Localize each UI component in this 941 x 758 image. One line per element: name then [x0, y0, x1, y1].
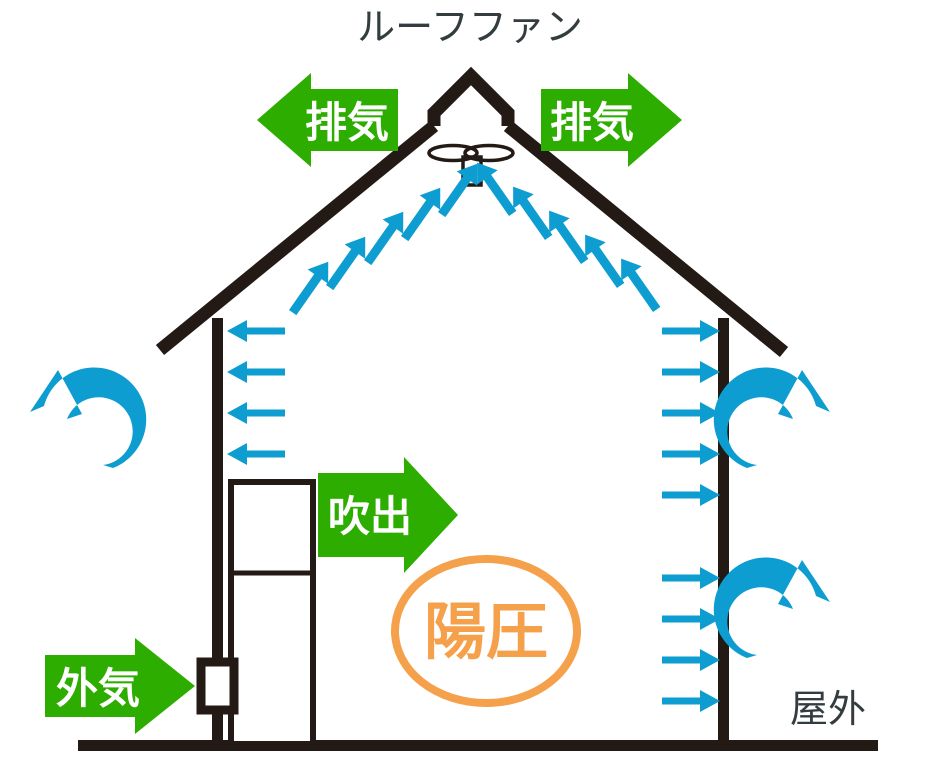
building-shell [155, 66, 789, 744]
roof-slope-right [503, 120, 789, 358]
airflow-arrow [621, 258, 661, 312]
airflow-arrow [289, 261, 329, 316]
airflow-arrow [326, 236, 366, 291]
airflow-arrows-wall-right [662, 320, 720, 712]
airflow-arrow [227, 402, 285, 424]
positive-pressure-ellipse [391, 555, 581, 707]
exhaust-right-label: 排気 [550, 98, 634, 147]
airflow-arrows-roof-left [289, 163, 478, 316]
airflow-arrow [662, 649, 720, 671]
airflow-arrow [227, 361, 285, 383]
fan-blade-left [427, 143, 479, 163]
wall-left [212, 318, 223, 744]
airflow-arrow [585, 234, 625, 288]
airflow-arrow [662, 608, 720, 630]
wall-right [718, 318, 729, 744]
airflow-arrows-roof-right [477, 162, 661, 312]
outside-air-label: 外気 [56, 664, 140, 713]
supply-air-label: 吹出 [328, 492, 412, 541]
airflow-arrow [662, 690, 720, 712]
air-handling-unit [228, 479, 316, 747]
airflow-arrow [401, 187, 441, 242]
airflow-arrow [662, 567, 720, 589]
fan-blade-right [463, 143, 515, 163]
roof-slope-left [155, 120, 439, 356]
exhaust-left-label: 排気 [305, 98, 389, 147]
airflow-arrow [227, 320, 285, 342]
curved-arrow-left-upper [30, 367, 147, 468]
louver-frame [196, 657, 239, 715]
curved-arrow-right-lower [713, 557, 830, 658]
airflow-arrow [662, 320, 720, 342]
curved-arrow-shape [713, 367, 830, 468]
airflow-arrow [549, 210, 589, 264]
exhaust-left-arrow: 排気 [257, 73, 398, 167]
exhaust-left-arrow-shape [257, 73, 398, 167]
diagram-title: ルーフファン [357, 5, 583, 49]
airflow-arrow [477, 162, 517, 216]
airflow-arrow [364, 211, 404, 266]
ahu-body [228, 479, 316, 747]
airflow-arrow [513, 186, 553, 240]
airflow-arrow [662, 402, 720, 424]
supply-air-arrow: 吹出 [318, 457, 458, 573]
outdoors-label: 屋外 [790, 687, 866, 731]
exhaust-right-arrow-shape [541, 73, 682, 167]
wall-intake-louver [196, 657, 239, 715]
curved-arrow-shape [713, 557, 830, 658]
airflow-arrow [227, 443, 285, 465]
outside-air-arrow: 外気 [45, 638, 195, 734]
airflow-arrow [438, 163, 478, 218]
exhaust-right-arrow: 排気 [541, 73, 682, 167]
curved-arrow-shape [30, 367, 147, 468]
curved-arrow-right-upper [713, 367, 830, 468]
airflow-arrows-wall-left [227, 320, 285, 465]
airflow-arrow [662, 443, 720, 465]
airflow-arrow [662, 361, 720, 383]
ground-line [78, 740, 878, 751]
positive-pressure-label: 陽圧 [424, 595, 548, 668]
supply-air-arrow-shape [318, 457, 458, 573]
positive-pressure-badge: 陽圧 [391, 555, 581, 707]
outside-air-arrow-shape [45, 638, 195, 734]
roof-fan-cupola [427, 66, 515, 126]
airflow-arrow [662, 484, 720, 506]
